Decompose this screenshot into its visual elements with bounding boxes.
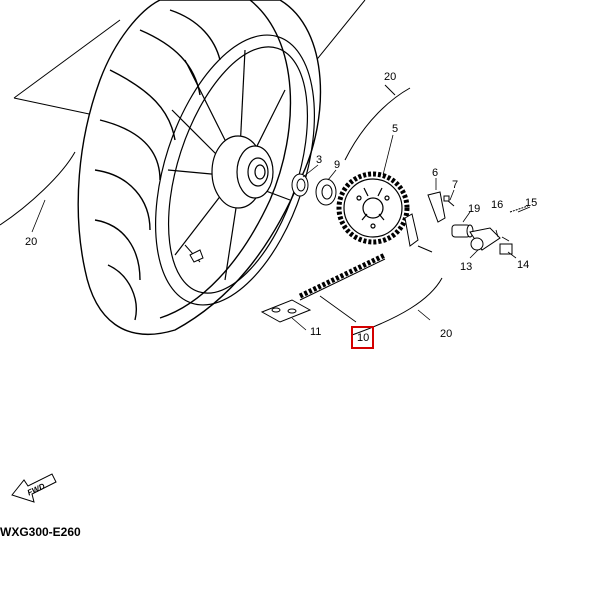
rear-rim [155,34,315,306]
bolts [443,195,529,213]
tire-valve [184,244,204,263]
callout-20-top: 20 [384,71,396,83]
callout-13: 13 [460,261,472,273]
driven-sprocket [336,171,410,245]
fwd-label: FWD [26,482,47,498]
callout-14: 15 [525,197,537,209]
wheel-bearing [291,173,309,197]
collar [451,224,474,238]
callout-5: 5 [392,123,398,135]
callout-7: 7 [452,179,458,191]
axle-nut [499,243,513,255]
callout-20-right: 20 [440,328,452,340]
callout-9: 9 [334,159,340,171]
chain-guide-bracket [404,191,446,253]
callout-19: 19 [468,203,480,215]
callout-6: 6 [432,167,438,179]
callout-leaders [31,134,531,331]
fwd-arrow-icon: FWD [11,473,57,503]
drive-chain [298,252,387,301]
wheel-hub [211,135,274,209]
callout-20-left: 20 [25,236,37,248]
diagram-code: WXG300-E260 [0,525,81,539]
callout-16: 14 [517,259,529,271]
selected-part-highlight [351,326,374,349]
chain-joint-kit [260,299,312,323]
callout-10: 10 [357,332,369,344]
callout-11: 11 [310,326,321,338]
callout-3: 3 [316,154,322,166]
callout-15: 16 [491,199,503,211]
phantom-outlines [0,84,443,336]
rear-tire [77,0,322,335]
chain-puller [469,227,501,251]
oil-seal [315,178,337,206]
